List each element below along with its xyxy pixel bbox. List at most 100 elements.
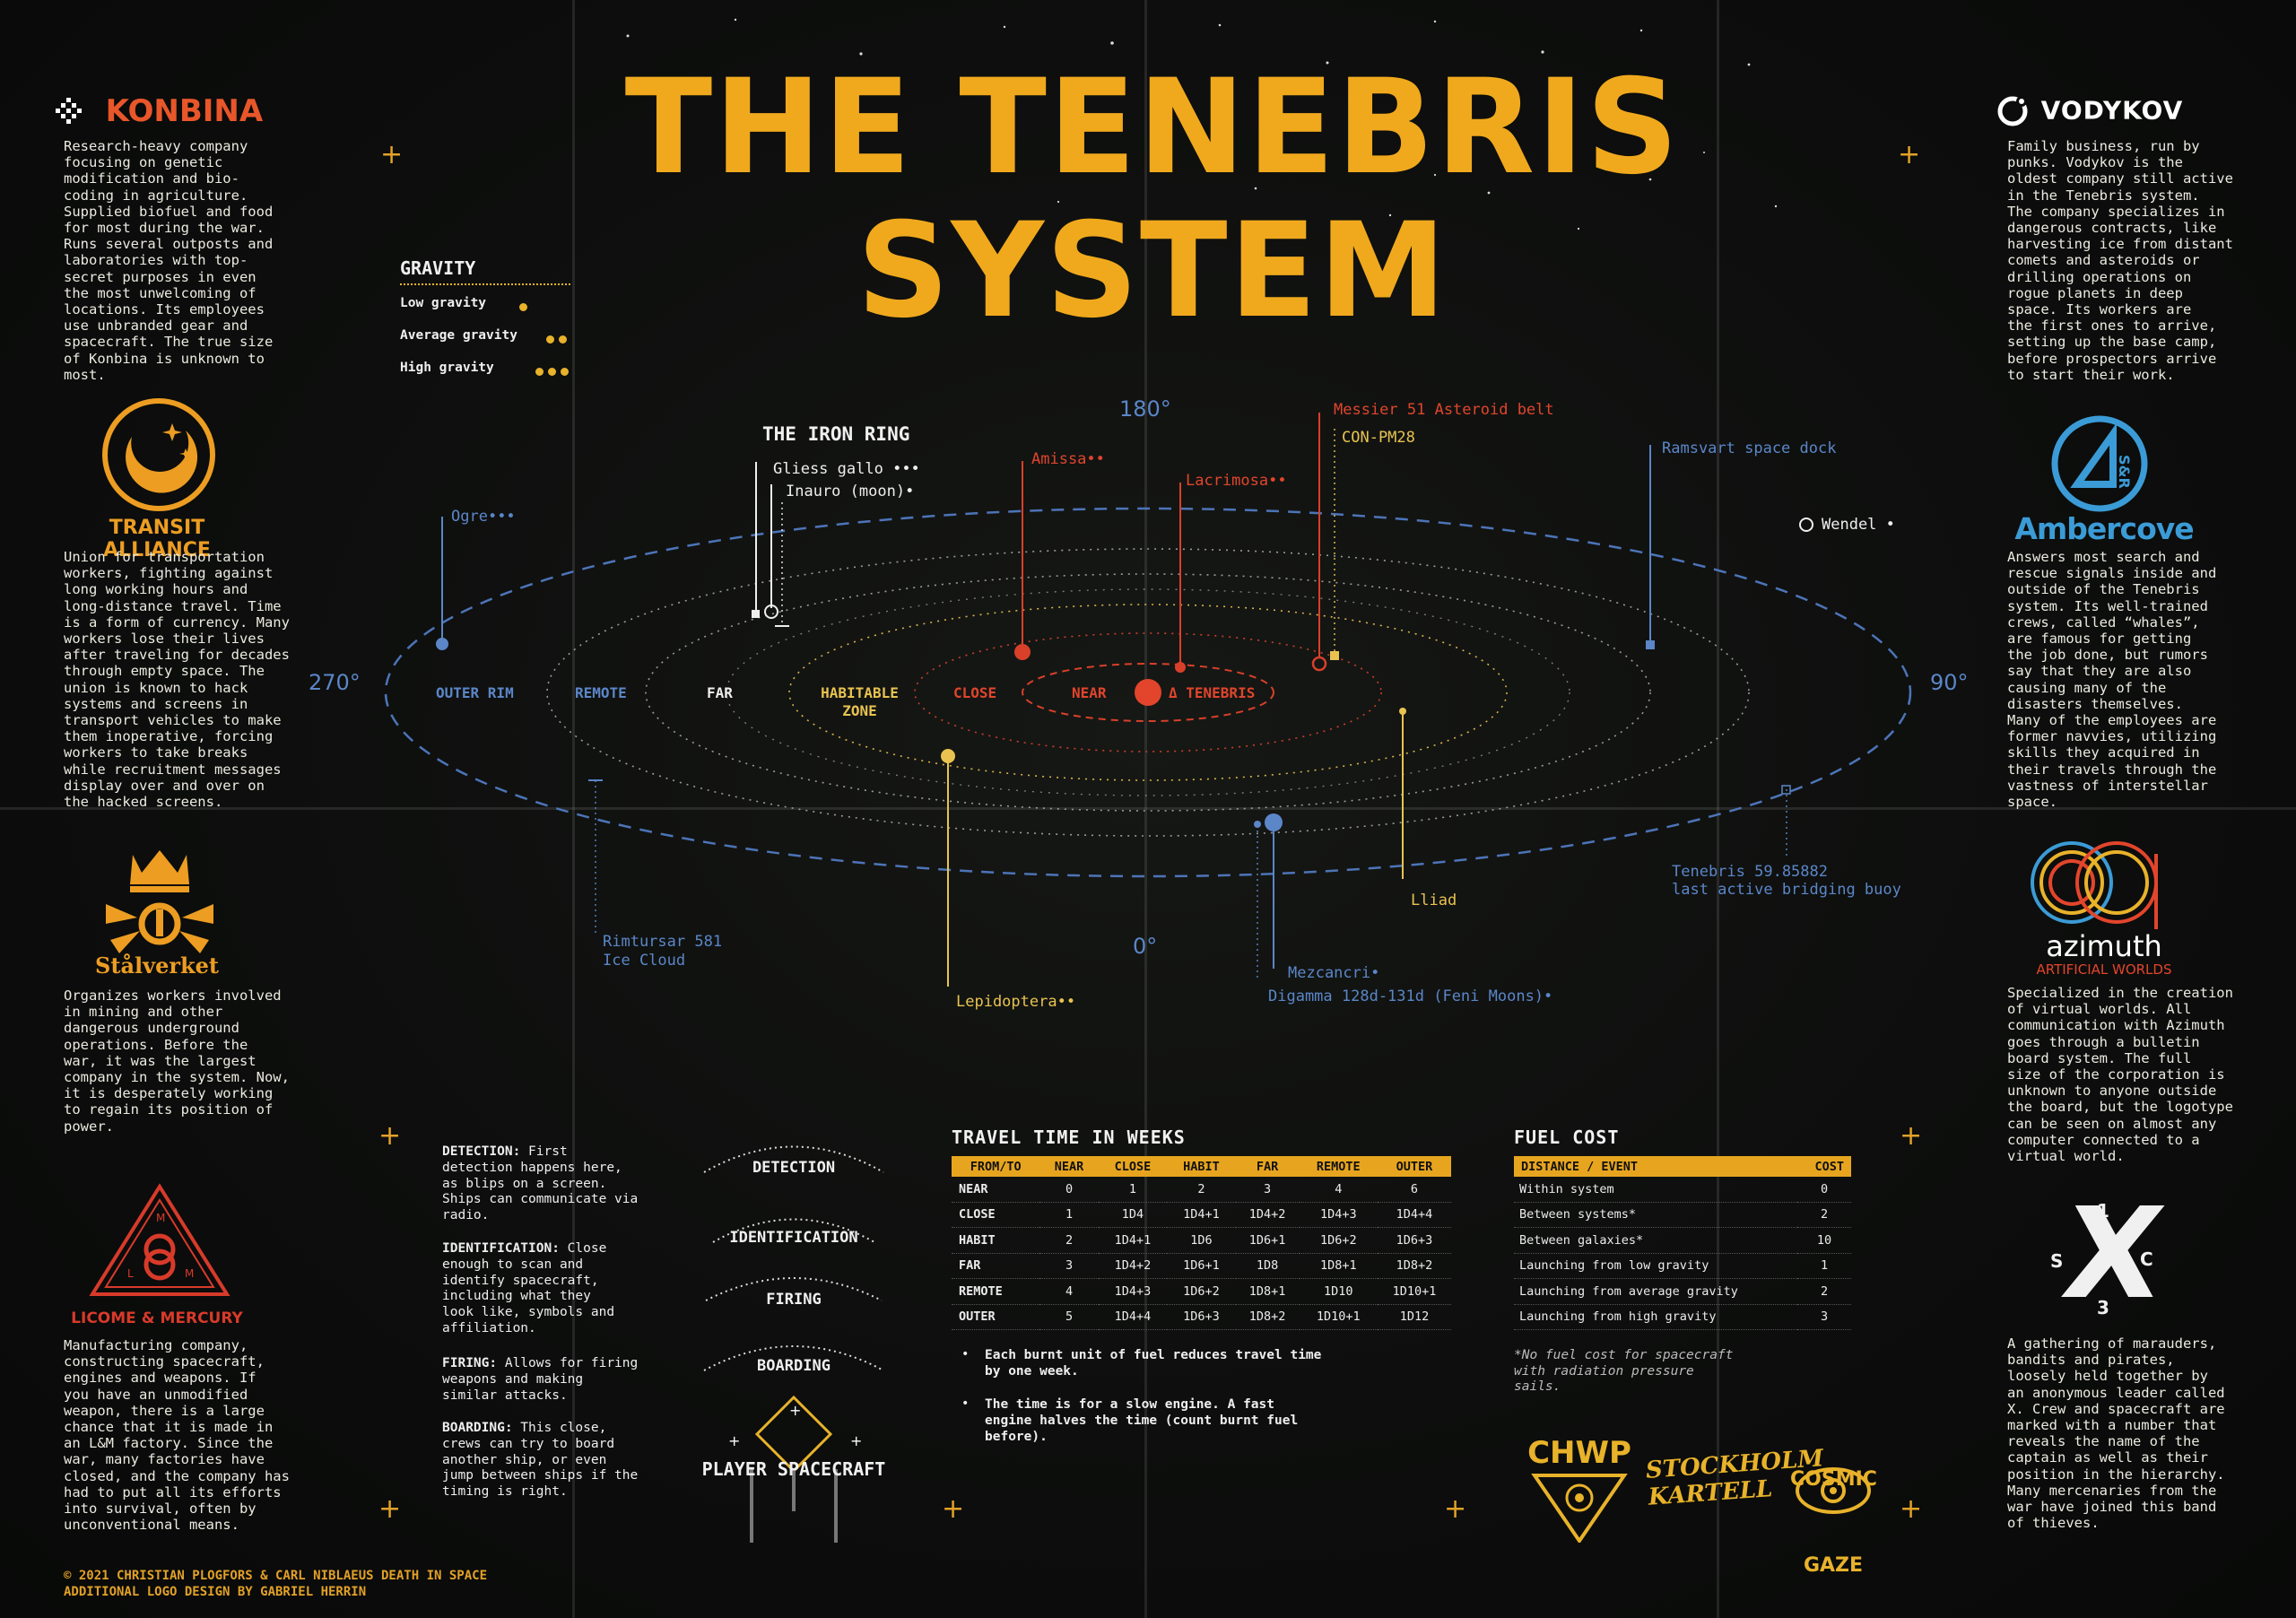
svg-text:M: M [156, 1212, 165, 1224]
table-cell: 2 [1797, 1278, 1851, 1305]
stockholm-kartell-logo: STOCKHOLM KARTELL [1645, 1445, 1825, 1511]
table-cell: 1D4+4 [1377, 1202, 1451, 1228]
plus-marker: + [378, 1493, 402, 1525]
gravity-dots: ••• [892, 460, 920, 478]
ladder-boarding: BOARDING [757, 1357, 831, 1375]
lepidoptera-planet [941, 749, 955, 763]
gravity-dots: •• [1086, 450, 1105, 468]
svg-text:+: + [789, 1402, 801, 1419]
table-cell: 2 [1167, 1177, 1236, 1203]
konbina-name: KONBINA [105, 93, 264, 129]
ramsvart-marker [1646, 640, 1655, 649]
buoy-marker [1781, 785, 1791, 795]
gravity-high: High gravity [400, 361, 494, 375]
azimuth-icon [2031, 841, 2158, 929]
gravity-divider [400, 283, 570, 285]
licome-mercury-icon: M L M [89, 1183, 230, 1296]
x-letter: C [2140, 1248, 2153, 1270]
fuel-cost-heading: FUEL COST [1514, 1127, 1620, 1148]
gravity-high-label: High gravity [400, 361, 494, 375]
body-label: Lliad [1411, 892, 1457, 909]
table-cell: 1 [1039, 1202, 1099, 1228]
table-cell: 1D6+2 [1167, 1278, 1236, 1305]
x-letter: S [2050, 1250, 2064, 1272]
body-messier-51: Messier 51 Asteroid belt [1334, 401, 1554, 419]
column-header: DISTANCE / EVENT [1514, 1156, 1798, 1177]
table-cell: 2 [1797, 1202, 1851, 1228]
table-cell: 1 [1098, 1177, 1168, 1203]
amissa-planet [1014, 644, 1031, 660]
column-header: NEAR [1039, 1156, 1099, 1177]
table-cell: CLOSE [952, 1202, 1040, 1228]
body-label: Rimtursar 581 Ice Cloud [603, 933, 723, 970]
combat-body: Close enough to scan and identify spacec… [442, 1241, 615, 1335]
zone-habitable: HABITABLE ZONE [821, 684, 899, 719]
table-cell: FAR [952, 1253, 1040, 1279]
body-label: Amissa [1031, 450, 1087, 468]
gravity-dots: • [905, 483, 915, 500]
plus-marker: + [1900, 1120, 1923, 1152]
body-lacrimosa: Lacrimosa•• [1186, 472, 1287, 490]
gravity-dots: • [1885, 516, 1895, 534]
fold-line [1144, 0, 1147, 1618]
zone-near: NEAR [1072, 684, 1107, 701]
table-cell: 1D8+2 [1235, 1304, 1300, 1330]
table-cell: 10 [1797, 1227, 1851, 1254]
table-cell: 5 [1039, 1304, 1099, 1330]
bullet-icon: • [961, 1396, 970, 1411]
orbit-close [914, 632, 1382, 752]
ambercove-name: Ambercove [2014, 511, 2194, 546]
plus-marker: + [380, 139, 404, 170]
combat-range-arcs: + + + [703, 1145, 884, 1543]
stalverket-icon [106, 850, 213, 953]
gravity-dots: •• [1268, 472, 1287, 490]
messier-51-marker [1311, 656, 1327, 672]
table-row: Between galaxies*10 [1514, 1227, 1851, 1254]
transit-alliance-icon [102, 398, 215, 511]
gravity-dots-high [531, 362, 569, 379]
orbit-outer-rim [384, 507, 1912, 878]
body-con-pm28: CON-PM28 [1342, 429, 1415, 447]
table-cell: 1D4+2 [1235, 1202, 1300, 1228]
combat-boarding-text: BOARDING: This close, crews can try to b… [442, 1421, 648, 1501]
gravity-low: Low gravity [400, 296, 486, 310]
combat-body: This close, crews can try to board anoth… [442, 1421, 639, 1500]
azimuth-subtitle: ARTIFICIAL WORLDS [2036, 961, 2172, 978]
combat-head: IDENTIFICATION: [442, 1241, 560, 1256]
cosmic-gaze-eye-icon [1796, 1467, 1871, 1514]
table-cell: 1D10+1 [1299, 1304, 1378, 1330]
gravity-dots: •• [1057, 993, 1076, 1011]
body-label: Tenebris 59.85882 last active bridging b… [1672, 863, 1901, 899]
konbina-description: Research-heavy company focusing on genet… [64, 138, 274, 383]
combat-head: BOARDING: [442, 1421, 513, 1435]
body-ogre: Ogre••• [451, 508, 516, 526]
vodykov-icon [1997, 96, 2028, 126]
table-cell: Launching from high gravity [1514, 1304, 1798, 1330]
transit-alliance-description: Union for transportation workers, fighti… [64, 549, 290, 811]
x-letter: 3 [2097, 1297, 2109, 1318]
iron-ring-label: THE IRON RING [762, 423, 910, 445]
cosmic-gaze-logo: COSMIC GAZE [1790, 1437, 1877, 1577]
body-label: CON-PM28 [1342, 429, 1415, 447]
table-cell: 1D4+2 [1098, 1253, 1168, 1279]
degree-180: 180° [1119, 396, 1171, 422]
body-label: Lepidoptera [956, 993, 1057, 1011]
orbit-remote [546, 548, 1750, 837]
body-inauro: Inauro (moon)• [786, 483, 914, 500]
stalverket-name: Stålverket [95, 953, 219, 979]
column-header: CLOSE [1098, 1156, 1168, 1177]
ambercove-description: Answers most search and rescue signals i… [2007, 549, 2217, 811]
table-cell: 4 [1039, 1278, 1099, 1305]
combat-body: Allows for firing weapons and making sim… [442, 1356, 639, 1403]
orbit-iron-ring [726, 588, 1570, 796]
tenebris-star [1135, 679, 1161, 706]
table-cell: HABIT [952, 1227, 1040, 1254]
table-cell: 1D6 [1167, 1227, 1236, 1254]
body-ramsvart: Ramsvart space dock [1662, 439, 1836, 457]
stalverket-description: Organizes workers involved in mining and… [64, 987, 290, 1135]
ambercove-badge: S&R [2116, 455, 2133, 489]
